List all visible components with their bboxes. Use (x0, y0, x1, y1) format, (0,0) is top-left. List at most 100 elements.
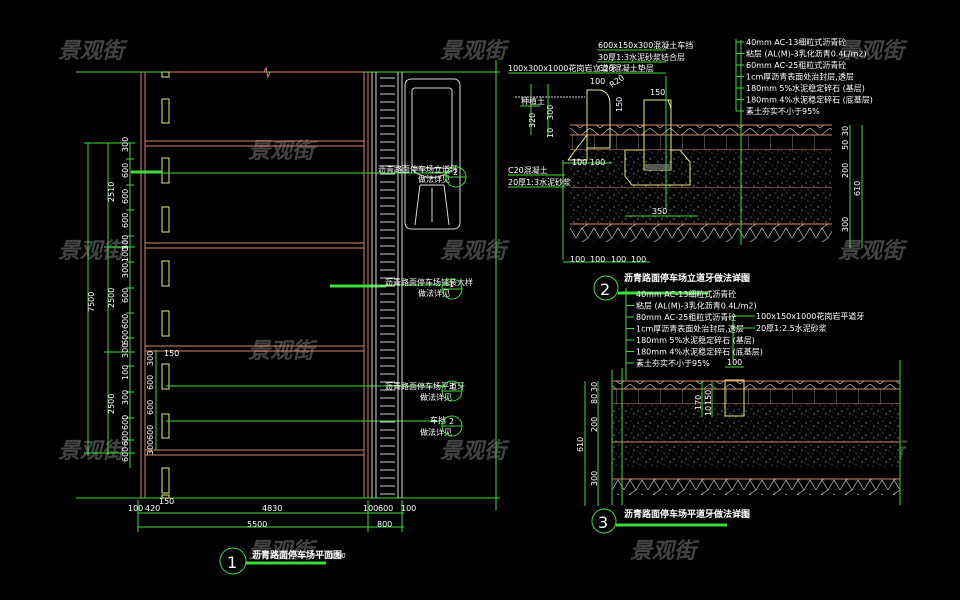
dim-label: 600 (121, 189, 130, 204)
svg-text:600x150x300混凝土车挡: 600x150x300混凝土车挡 (598, 40, 693, 50)
svg-text:300: 300 (146, 440, 155, 455)
stall-dividers (145, 140, 364, 456)
detail-2-number: 2 (600, 280, 610, 299)
dim-label: 300 (121, 343, 130, 358)
svg-text:420: 420 (145, 504, 160, 513)
drain-grate (380, 77, 395, 495)
dim-label: 600 (121, 213, 130, 228)
layer-label: 80mm AC-25粗粒式沥青砼 (636, 312, 736, 322)
layer-label: 180mm 4%水泥稳定碎石 (底基层) (636, 347, 763, 357)
watermark: 景观街 (440, 439, 510, 464)
bottom-dimensions: 100 420 150 4830 100 600 100 5500 800 (128, 497, 416, 532)
svg-text:100: 100 (590, 158, 605, 167)
compacted-soil (570, 224, 832, 242)
plan-title-block: 1 沥青路面停车场平面图 1:50 (219, 547, 346, 575)
detail-3-title: 沥青路面停车场平道牙做法详图 (624, 508, 750, 520)
watermark: 景观街 (838, 39, 908, 64)
svg-text:2: 2 (453, 168, 458, 177)
svg-text:20厚1:3水泥砂浆: 20厚1:3水泥砂浆 (508, 177, 571, 187)
detail-2-scale: 1:10 (733, 275, 749, 283)
svg-text:2510: 2510 (107, 182, 116, 202)
svg-text:C20混凝土垫层: C20混凝土垫层 (598, 63, 654, 73)
callout-3: 沥青路面停车场平道牙 做法详见 3 (385, 380, 465, 402)
svg-text:80: 80 (590, 394, 599, 404)
svg-text:5500: 5500 (247, 520, 267, 529)
svg-text:做法详见: 做法详见 (420, 427, 452, 437)
standing-curb (586, 89, 611, 149)
watermark: 景观街 (248, 139, 318, 164)
svg-text:300: 300 (841, 217, 850, 232)
svg-text:600: 600 (146, 425, 155, 440)
flat-curb-section (724, 379, 745, 417)
layer-label: 素土夯实不小于95% (746, 106, 820, 116)
left-dimensions: 7500 2510 2500 2500 30060060060030010030… (84, 137, 135, 468)
svg-text:350: 350 (652, 207, 667, 216)
svg-text:600: 600 (146, 375, 155, 390)
watermark: 景观街 (248, 539, 318, 564)
svg-text:100: 100 (128, 504, 143, 513)
svg-text:600: 600 (378, 504, 393, 513)
svg-text:100: 100 (631, 255, 646, 264)
layer-label: 60mm AC-25粗粒式沥青砼 (746, 60, 846, 70)
svg-text:200: 200 (841, 163, 850, 178)
dim-label: 300 (121, 137, 130, 152)
svg-text:1: 1 (449, 280, 454, 289)
dim-label: 600 (121, 447, 130, 462)
svg-text:做法详见: 做法详见 (420, 392, 452, 402)
watermark: 景观街 (630, 539, 700, 564)
svg-text:600: 600 (146, 400, 155, 415)
detail-3-number: 3 (598, 513, 608, 532)
svg-text:2: 2 (449, 417, 454, 426)
dim-label: 100 (121, 247, 130, 262)
dim-label: 600 (121, 415, 130, 430)
svg-text:4830: 4830 (262, 504, 282, 513)
dim-label: 600 (121, 330, 130, 345)
svg-text:50: 50 (841, 140, 850, 150)
callout-1: 沥青路面停车场立道牙 做法详见 2 (378, 164, 467, 188)
dim-label: 300 (121, 263, 130, 278)
dim-label: 600 (121, 431, 130, 446)
svg-text:100: 100 (611, 255, 626, 264)
watermark: 景观街 (58, 239, 128, 264)
layer-label: 180mm 5%水泥稳定碎石 (基层) (636, 335, 755, 345)
svg-text:30: 30 (590, 382, 599, 392)
svg-text:100: 100 (572, 158, 587, 167)
svg-text:30: 30 (841, 126, 850, 136)
car-outline (404, 78, 461, 230)
plan-view: 沥青路面停车场立道牙 做法详见 2 沥青路面停车场铺装大样 做法详见 1 沥青路… (76, 60, 500, 575)
svg-text:300: 300 (590, 471, 599, 486)
svg-text:3: 3 (449, 382, 454, 391)
svg-text:320: 320 (528, 113, 537, 128)
layer-label: 粘层 (AL(M)-3乳化沥青0.4L/m2) (746, 49, 867, 59)
svg-text:150: 150 (615, 97, 624, 112)
svg-text:10: 10 (546, 128, 555, 138)
svg-text:100: 100 (401, 504, 416, 513)
svg-text:7500: 7500 (87, 292, 96, 312)
svg-text:做法详见: 做法详见 (418, 174, 450, 184)
inner-dims-right: 150 300 600 600 600 300 (146, 349, 179, 455)
svg-text:300: 300 (546, 105, 555, 120)
svg-text:300: 300 (146, 351, 155, 366)
layer-label: 1cm厚沥青表面处治封层,透层 (746, 72, 854, 82)
svg-text:100: 100 (570, 255, 585, 264)
layer-label: 180mm 5%水泥稳定碎石 (基层) (746, 83, 865, 93)
svg-text:20厚1:2.5水泥砂浆: 20厚1:2.5水泥砂浆 (756, 323, 827, 333)
callout-4: 车挡 做法详见 2 (420, 415, 463, 437)
layer-label: 粘层 (AL(M)-3乳化沥青0.4L/m2) (636, 301, 757, 311)
svg-text:170: 170 (694, 395, 703, 410)
svg-text:车挡: 车挡 (430, 415, 446, 425)
watermark: 景观街 (440, 239, 510, 264)
dim-label: 300 (121, 390, 130, 405)
watermark: 景观街 (440, 39, 510, 64)
svg-text:150: 150 (650, 88, 665, 97)
dim-label: 600 (121, 314, 130, 329)
detail-3-scale: 1:10 (733, 511, 749, 519)
plan-scale: 1:50 (330, 552, 346, 560)
dim-label: 600 (121, 288, 130, 303)
plan-title: 沥青路面停车场平面图 (252, 549, 342, 561)
svg-text:做法详见: 做法详见 (418, 288, 450, 298)
layer-label: 40mm AC-13细粒式沥青砼 (746, 37, 846, 47)
svg-text:610: 610 (576, 437, 585, 452)
svg-text:800: 800 (377, 520, 392, 529)
